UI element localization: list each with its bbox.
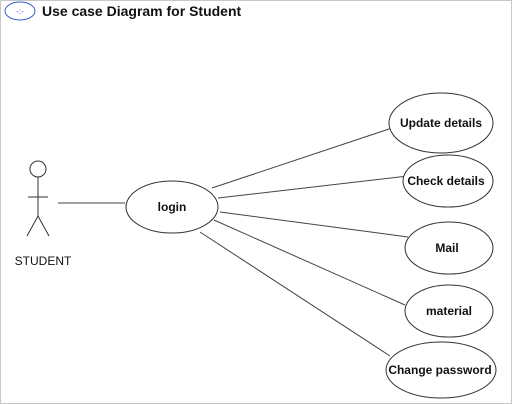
edge-login-update-details bbox=[211, 127, 393, 189]
use-case-change-password: Change password bbox=[385, 341, 497, 399]
use-case-login-label: login bbox=[158, 200, 187, 214]
use-case-mail: Mail bbox=[404, 221, 494, 275]
edge-login-change-password bbox=[199, 231, 391, 357]
use-case-diagram-icon: -:- bbox=[4, 1, 36, 21]
use-case-material: material bbox=[404, 284, 494, 338]
use-case-change-password-label: Change password bbox=[388, 363, 491, 377]
use-case-login: login bbox=[125, 180, 219, 234]
use-case-mail-label: Mail bbox=[435, 241, 458, 255]
actor-left-leg bbox=[26, 215, 39, 237]
edge-login-material bbox=[213, 219, 406, 306]
svg-text:-:-: -:- bbox=[16, 7, 24, 16]
actor-student bbox=[26, 160, 50, 237]
use-case-check-details-label: Check details bbox=[407, 174, 485, 188]
actor-right-leg bbox=[37, 215, 50, 237]
use-case-update-details: Update details bbox=[388, 92, 494, 154]
edge-login-check-details bbox=[217, 175, 409, 199]
diagram-title: Use case Diagram for Student bbox=[42, 3, 242, 19]
actor-label: STUDENT bbox=[15, 254, 72, 268]
edge-login-mail bbox=[219, 211, 409, 238]
use-case-update-details-label: Update details bbox=[400, 116, 482, 130]
use-case-check-details: Check details bbox=[402, 154, 494, 208]
actor-head bbox=[29, 160, 47, 178]
use-case-material-label: material bbox=[426, 304, 472, 318]
